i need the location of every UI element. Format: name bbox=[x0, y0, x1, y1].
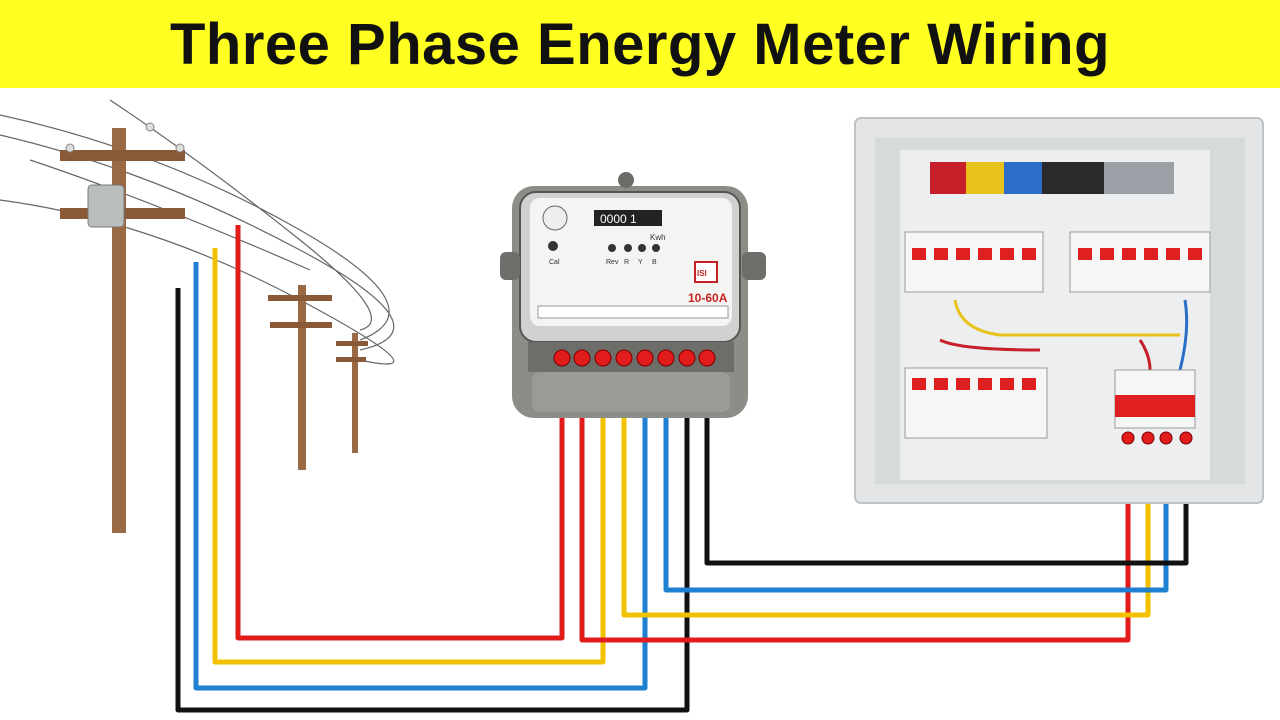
meter-reading: 0000 1 bbox=[600, 212, 637, 226]
title-banner: Three Phase Energy Meter Wiring bbox=[0, 0, 1280, 88]
energy-meter-icon: 0000 1 Kwh Cal Rev R Y B ISI 10-60A bbox=[500, 172, 766, 418]
meter-terminal-markers bbox=[553, 349, 716, 367]
wiring-diagram: 0000 1 Kwh Cal Rev R Y B ISI 10-60A bbox=[0, 99, 1264, 713]
page-title: Three Phase Energy Meter Wiring bbox=[169, 11, 1111, 77]
incoming-neutral-wire bbox=[175, 288, 690, 713]
meter-unit: Kwh bbox=[650, 233, 666, 242]
incoming-yellow-wire bbox=[212, 248, 606, 665]
meter-rating: 10-60A bbox=[688, 291, 728, 305]
utility-pole-icon bbox=[60, 122, 185, 533]
cert-mark: ISI bbox=[697, 269, 707, 278]
mcb-icon bbox=[1114, 369, 1196, 445]
utility-pole-icon bbox=[336, 333, 368, 453]
incoming-blue-wire bbox=[193, 262, 648, 691]
phase-label-y: Y bbox=[638, 259, 643, 266]
outgoing-yellow-wire bbox=[621, 358, 1151, 618]
rev-label: Rev bbox=[606, 259, 619, 266]
phase-label-b: B bbox=[652, 259, 657, 266]
distribution-board-icon bbox=[854, 117, 1264, 504]
outgoing-red-wire bbox=[579, 358, 1131, 643]
incoming-red-wire bbox=[235, 225, 565, 641]
cal-label: Cal bbox=[549, 259, 560, 266]
outgoing-blue-wire bbox=[663, 358, 1169, 593]
phase-label-r: R bbox=[624, 259, 629, 266]
utility-pole-icon bbox=[268, 285, 332, 470]
